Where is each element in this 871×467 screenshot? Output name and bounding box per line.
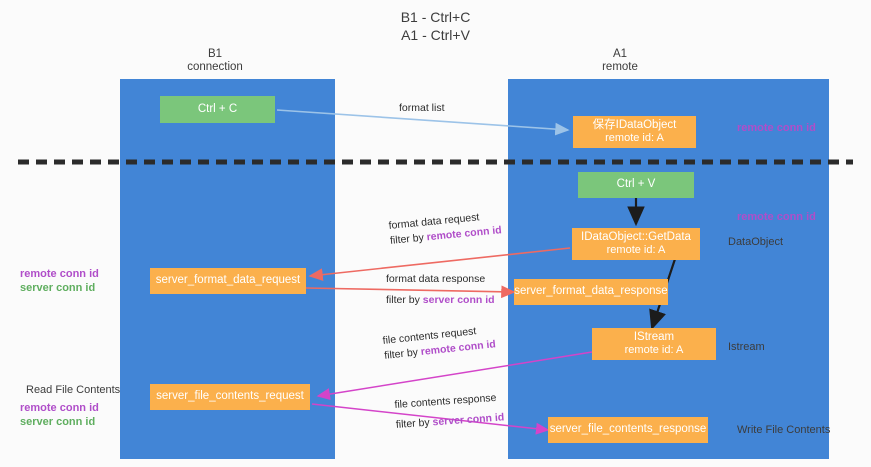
edge-label-format-data-response-line1: format data response <box>386 273 486 285</box>
node-istream-line2: remote id: A <box>624 344 684 356</box>
annotation-ids-bottom-server: server conn id <box>20 415 96 428</box>
tag-server-conn-id-2: server conn id <box>432 411 505 429</box>
annotation-ids-bottom: remote conn id server conn id <box>20 402 99 429</box>
node-idataobject-top-line1: 保存IDataObject <box>592 118 677 131</box>
annotation-istream: Istream <box>728 341 765 353</box>
annotation-dataobject: DataObject <box>728 236 784 248</box>
node-getdata-line2: remote id: A <box>606 244 666 256</box>
annotation-ids-mid-server: server conn id <box>20 281 96 294</box>
node-idataobject-top-line2: remote id: A <box>605 132 664 144</box>
edge-label-file-contents-response: file contents response filter by server … <box>394 390 505 432</box>
edge-label-file-contents-request: file contents request filter by remote c… <box>382 322 497 364</box>
annotation-read-file-contents: Read File Contents <box>26 384 121 396</box>
node-ctrl-v-label: Ctrl + V <box>616 178 656 191</box>
node-getdata-line1: IDataObject::GetData <box>581 230 691 243</box>
tag-server-conn-id: server conn id <box>422 294 495 306</box>
edge-label-format-data-request: format data request filter by remote con… <box>388 208 502 249</box>
lane-heading-a1: A1 remote <box>602 48 638 73</box>
annotation-ids-mid: remote conn id server conn id <box>20 268 99 295</box>
node-server-format-data-response[interactable]: server_format_data_response <box>514 279 668 305</box>
node-server-file-contents-request-label: server_file_contents_request <box>156 390 304 403</box>
node-idataobject-top[interactable]: 保存IDataObject remote id: A <box>573 116 696 148</box>
node-server-file-contents-response[interactable]: server_file_contents_response <box>548 417 708 443</box>
annotation-remote-conn-id-top: remote conn id <box>737 122 816 134</box>
node-server-format-data-request[interactable]: server_format_data_request <box>150 268 306 294</box>
edge-label-format-list-line1: format list <box>399 102 445 114</box>
node-istream[interactable]: IStream remote id: A <box>592 328 716 360</box>
node-server-file-contents-response-label: server_file_contents_response <box>549 423 707 436</box>
node-ctrl-c-label: Ctrl + C <box>197 102 238 115</box>
annotation-write-file-contents: Write File Contents <box>737 424 831 436</box>
annotation-remote-conn-id-mid: remote conn id <box>737 211 816 223</box>
node-istream-line1: IStream <box>633 330 675 343</box>
node-server-file-contents-request[interactable]: server_file_contents_request <box>150 384 310 410</box>
edge-label-format-list: format list <box>399 101 445 116</box>
node-server-format-data-request-label: server_format_data_request <box>155 274 301 287</box>
node-ctrl-v[interactable]: Ctrl + V <box>578 172 694 198</box>
annotation-ids-mid-remote: remote conn id <box>20 268 99 280</box>
node-server-format-data-response-label: server_format_data_response <box>514 285 668 298</box>
node-ctrl-c[interactable]: Ctrl + C <box>160 96 275 123</box>
annotation-ids-bottom-remote: remote conn id <box>20 402 99 414</box>
edge-label-file-contents-response-line2: filter by server conn id <box>395 411 505 431</box>
diagram-title: B1 - Ctrl+C A1 - Ctrl+V <box>400 9 471 43</box>
edge-label-format-data-response: format data response filter by server co… <box>386 272 495 308</box>
node-getdata[interactable]: IDataObject::GetData remote id: A <box>572 228 700 260</box>
edge-label-file-contents-response-line1: file contents response <box>394 391 497 411</box>
lane-heading-b1: B1 connection <box>187 48 243 73</box>
edge-label-format-data-response-line2: filter by server conn id <box>386 294 495 306</box>
